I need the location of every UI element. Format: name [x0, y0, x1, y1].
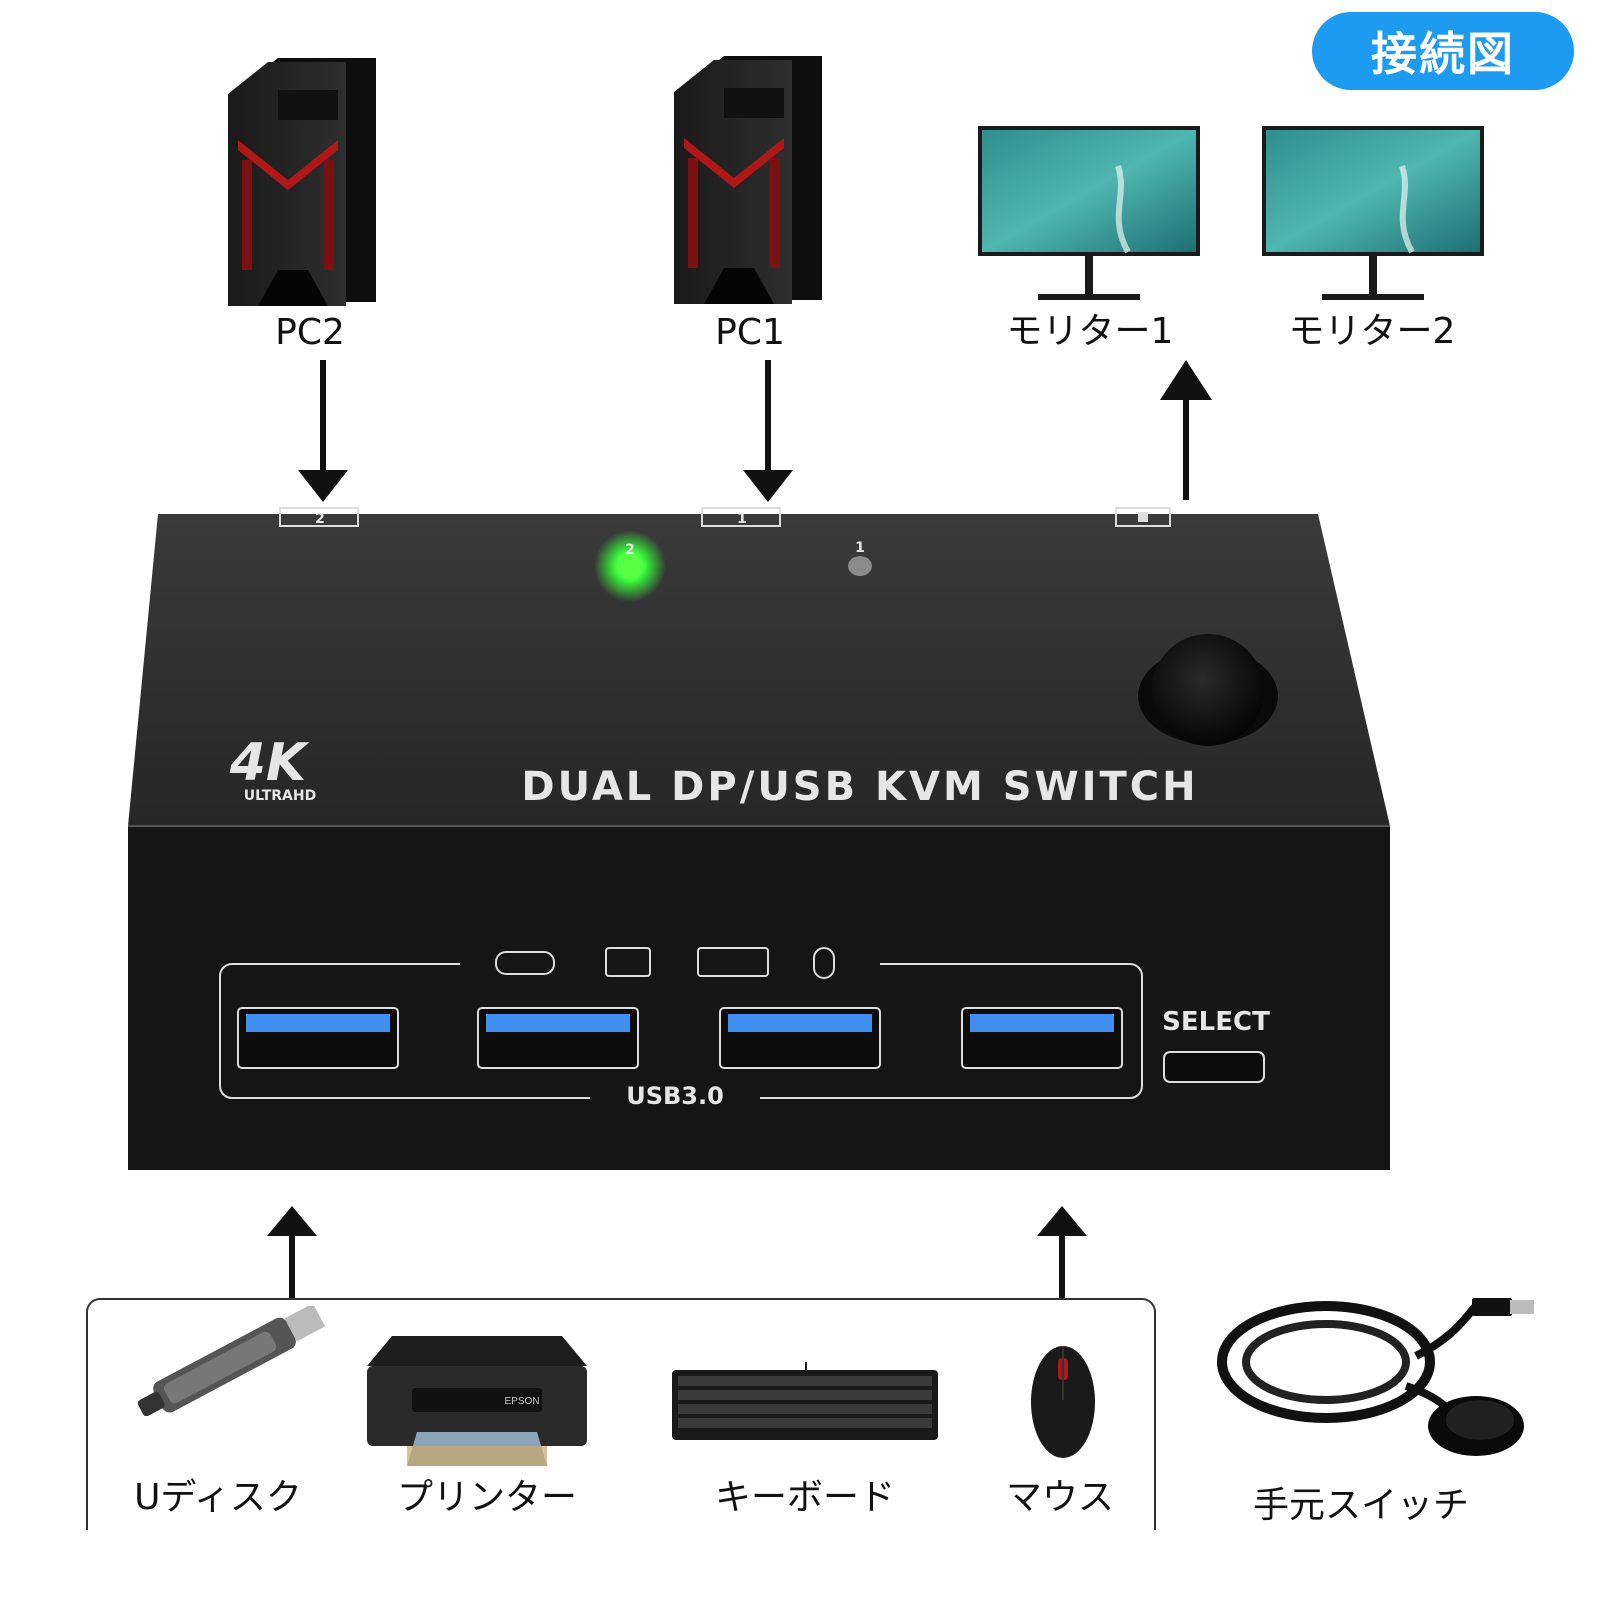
printer-icon: [605, 947, 651, 977]
logo-4k: 4K: [229, 733, 310, 793]
led-2-core: [617, 553, 643, 579]
product-name: DUAL DP/USB KVM SWITCH: [521, 764, 1198, 810]
kvm-switch-image: 2 1 2 1 4K ULTRAHD DUAL DP/USB KVM SWITC…: [128, 507, 1390, 1170]
keyboard-image: [672, 1362, 940, 1446]
monitor2-image: [1262, 126, 1484, 324]
monitor1-label: モリター1: [1006, 311, 1174, 352]
usb-drive-image: [128, 1303, 328, 1420]
remote-switch-label: 手元スイッチ: [1252, 1485, 1469, 1526]
arrowhead-pc2: [298, 470, 348, 502]
port-pc2-icon: 2: [279, 507, 359, 527]
usb-port-1: [237, 1007, 399, 1069]
printer-label: プリンター: [396, 1477, 577, 1518]
pc1-tower-image: [674, 48, 822, 304]
port-pc1-icon: 1: [701, 507, 781, 527]
usb-drive-label: Uディスク: [134, 1477, 302, 1518]
usb-drive-icon: [495, 951, 555, 975]
monitor1-image: [978, 126, 1200, 324]
arrowhead-pc1: [743, 470, 793, 502]
arrowhead-usb-right: [1037, 1206, 1087, 1236]
keyboard-icon: [697, 947, 769, 977]
usb30-label: USB3.0: [626, 1082, 724, 1110]
mouse-image: [1028, 1340, 1098, 1464]
usb-devices-frame: [86, 1298, 1156, 1530]
pc2-label: PC2: [275, 312, 345, 353]
select-push-button: [1152, 634, 1264, 746]
mouse-icon: [813, 947, 835, 979]
usb-port-3: [719, 1007, 881, 1069]
port-monitor-icon: [1115, 507, 1171, 527]
port-pc2-number: 2: [315, 511, 325, 527]
indicator-1-label: 1: [855, 540, 865, 556]
title-badge: 接続図: [1312, 12, 1574, 90]
arrowhead-monitor: [1160, 360, 1212, 400]
select-label: SELECT: [1162, 1007, 1270, 1037]
pc1-label: PC1: [715, 312, 785, 353]
select-micro-usb-port: [1163, 1051, 1265, 1083]
keyboard-label: キーボード: [714, 1477, 895, 1518]
pc2-tower-image: [228, 50, 376, 306]
printer-brand: EPSON: [504, 1396, 539, 1407]
usb-port-2: [477, 1007, 639, 1069]
usb-port-4: [961, 1007, 1123, 1069]
mouse-label: マウス: [1005, 1477, 1114, 1518]
port-pc1-number: 1: [737, 511, 747, 527]
monitor2-label: モリター2: [1288, 311, 1456, 352]
indicator-2-label: 2: [625, 542, 635, 558]
printer-image: EPSON: [362, 1336, 592, 1470]
arrowhead-usb-left: [267, 1206, 317, 1236]
remote-switch-image: [1216, 1296, 1536, 1470]
logo-ultrahd: ULTRAHD: [244, 788, 316, 804]
led-1-inactive: [848, 556, 872, 576]
